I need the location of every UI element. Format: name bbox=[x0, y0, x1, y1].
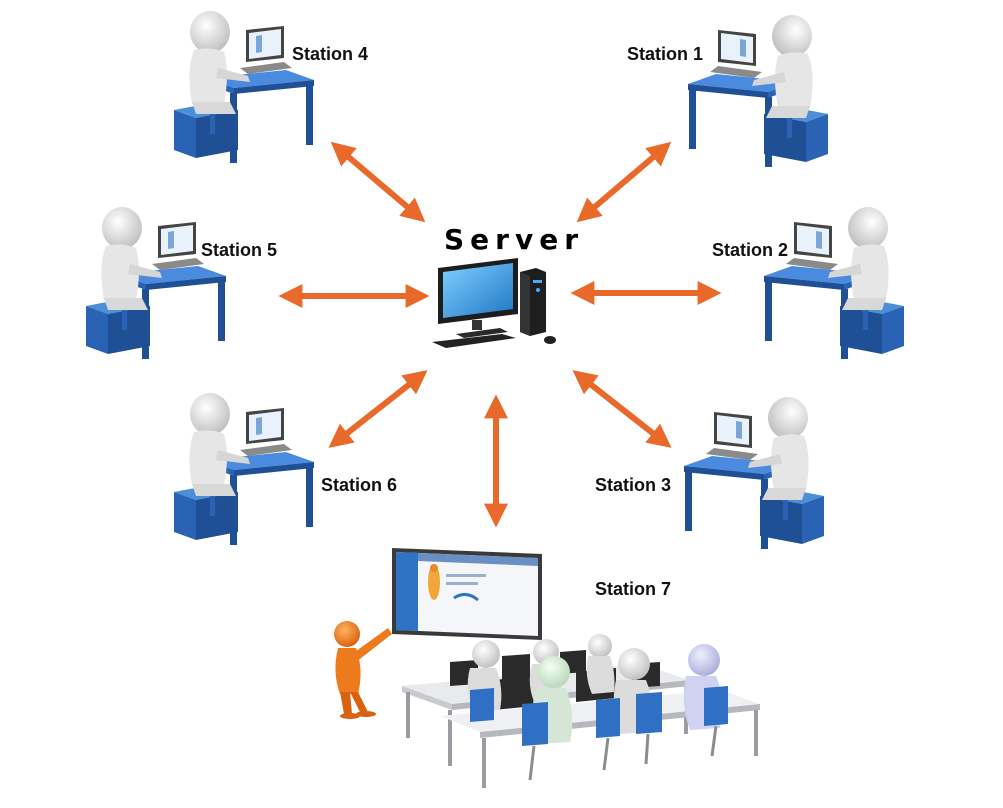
station-label-2: Station 2 bbox=[712, 240, 789, 260]
connection-arrows bbox=[278, 141, 722, 528]
station-2-icon bbox=[764, 207, 904, 359]
station-label-3: Station 3 bbox=[595, 475, 672, 495]
station-4-icon bbox=[174, 11, 314, 163]
chair-legs bbox=[528, 725, 718, 781]
projection-screen-icon bbox=[392, 548, 542, 640]
arrow-station-1 bbox=[576, 141, 672, 223]
station-6-icon bbox=[174, 393, 314, 545]
classroom-presentation-icon bbox=[334, 548, 760, 788]
arrow-station-6 bbox=[328, 370, 428, 448]
station-3-icon bbox=[684, 397, 824, 549]
station-1-icon bbox=[688, 15, 828, 167]
station-5-icon bbox=[86, 207, 226, 359]
presenter-figure-icon bbox=[334, 621, 392, 719]
classroom-chairs bbox=[470, 686, 728, 746]
server-computer-icon bbox=[432, 258, 556, 348]
station-label-1: Station 1 bbox=[627, 44, 704, 64]
station-label-6: Station 6 bbox=[321, 475, 398, 495]
arrow-station-3 bbox=[572, 370, 672, 448]
station-label-5: Station 5 bbox=[201, 240, 278, 260]
station-label-7: Station 7 bbox=[595, 579, 672, 599]
arrow-station-4 bbox=[330, 141, 426, 223]
station-label-4: Station 4 bbox=[292, 44, 369, 64]
server-label: Server bbox=[444, 223, 585, 256]
